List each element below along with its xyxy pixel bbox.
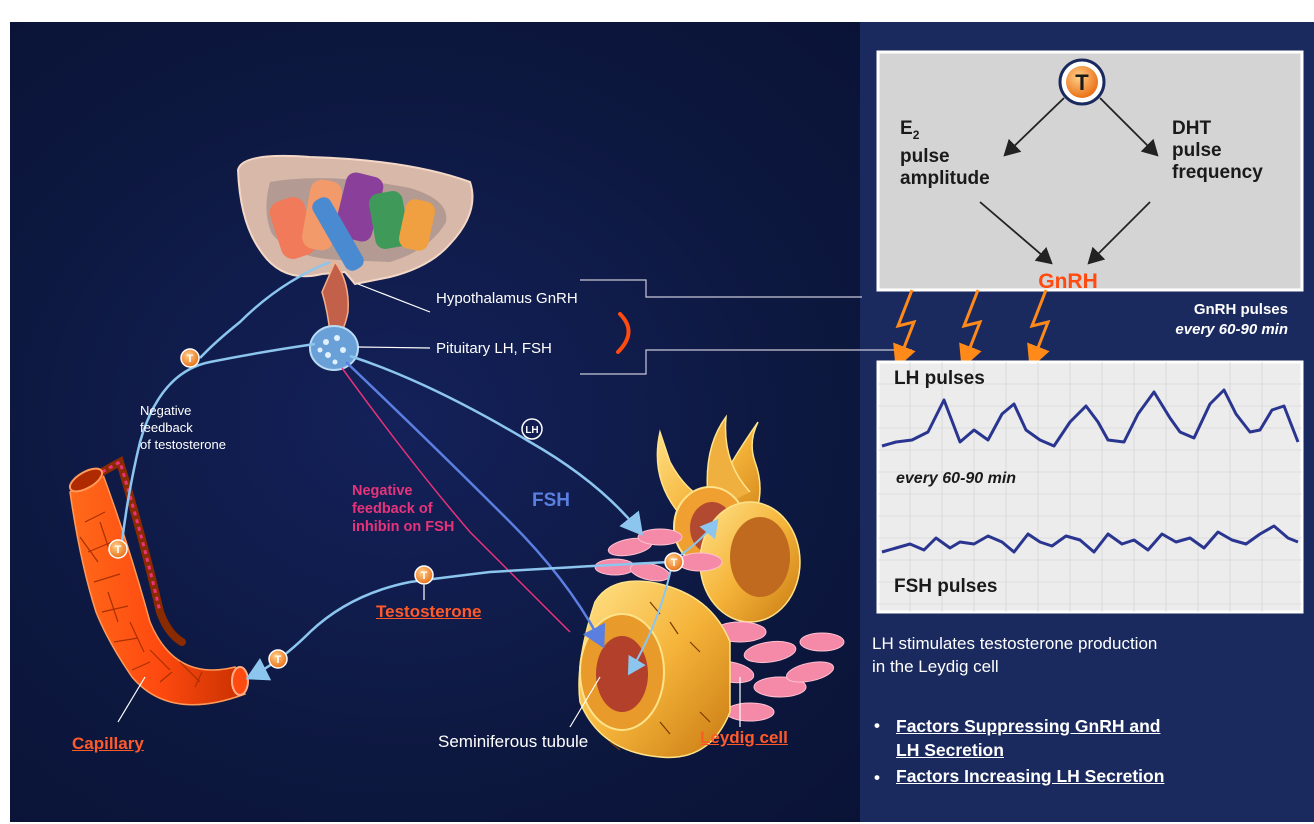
factors-suppressing-line1[interactable]: Factors Suppressing GnRH and bbox=[896, 714, 1160, 738]
pituitary-leader-line bbox=[358, 347, 430, 348]
dht-line1: DHT bbox=[1172, 118, 1263, 140]
hypothalamus-label: Hypothalamus GnRH bbox=[436, 290, 578, 307]
negative-feedback-testosterone-label: Negative feedback of testosterone bbox=[140, 402, 226, 453]
bullet-icon: • bbox=[874, 768, 880, 788]
negative-feedback-inhibin-label: Negative feedback of inhibin on FSH bbox=[352, 482, 454, 536]
leydig-description: LH stimulates testosterone production in… bbox=[872, 632, 1157, 678]
e2-line3: amplitude bbox=[900, 168, 990, 190]
capillary-link[interactable]: Capillary bbox=[72, 734, 144, 754]
nf-t-line1: Negative bbox=[140, 402, 226, 419]
gnrh-pulses-title: GnRH pulses bbox=[1175, 300, 1288, 320]
lh-marker-text: LH bbox=[525, 425, 538, 436]
gnrh-pulses-label: GnRH pulses every 60-90 min bbox=[1175, 300, 1288, 340]
fsh-label: FSH bbox=[532, 490, 570, 512]
capillary-leader-line bbox=[118, 677, 145, 722]
bullet-icon: • bbox=[874, 716, 880, 736]
lh-fsh-connector bbox=[580, 350, 912, 374]
fsh-pulses-title: FSH pulses bbox=[894, 576, 997, 598]
feedback-bracket bbox=[618, 314, 629, 352]
nf-i-line1: Negative bbox=[352, 482, 454, 500]
factors-suppressing-line2[interactable]: LH Secretion bbox=[896, 738, 1160, 762]
leydig-cell-link[interactable]: Leydig cell bbox=[700, 728, 788, 748]
testosterone-link[interactable]: Testosterone bbox=[376, 602, 482, 622]
gnrh-connector bbox=[580, 280, 862, 297]
t-symbol-text: T bbox=[1075, 70, 1089, 95]
nf-t-line2: feedback bbox=[140, 419, 226, 436]
t-letter: T bbox=[421, 570, 428, 582]
t-letter: T bbox=[187, 353, 194, 365]
lh-pulses-title: LH pulses bbox=[894, 368, 985, 390]
factors-increasing-link[interactable]: Factors Increasing LH Secretion bbox=[896, 766, 1164, 787]
e2-line2: pulse bbox=[900, 146, 990, 168]
hypothalamus-leader-line bbox=[358, 284, 430, 312]
e2-line1: E2 bbox=[900, 118, 990, 146]
e2-label: E2 pulse amplitude bbox=[900, 118, 990, 190]
hypothalamus-illustration bbox=[238, 156, 473, 370]
gnrh-pulses-interval: every 60-90 min bbox=[1175, 320, 1288, 340]
dht-line3: frequency bbox=[1172, 162, 1263, 184]
factors-suppressing-link[interactable]: Factors Suppressing GnRH and LH Secretio… bbox=[896, 714, 1160, 762]
description-line2: in the Leydig cell bbox=[872, 655, 1157, 678]
nf-i-line3: inhibin on FSH bbox=[352, 518, 454, 536]
diagram-stage: T T T T T LH T GnRH bbox=[10, 22, 1314, 822]
gnrh-label: GnRH bbox=[1038, 270, 1098, 293]
e2-subscript: 2 bbox=[913, 128, 920, 142]
capillary-illustration bbox=[66, 462, 248, 705]
dht-line2: pulse bbox=[1172, 140, 1263, 162]
seminiferous-tubule-label: Seminiferous tubule bbox=[438, 732, 588, 752]
pituitary-label: Pituitary LH, FSH bbox=[436, 340, 552, 357]
seminiferous-tubule-illustration bbox=[579, 417, 844, 757]
t-letter: T bbox=[671, 557, 678, 569]
lightning-bolt-icon bbox=[898, 290, 1048, 358]
description-line1: LH stimulates testosterone production bbox=[872, 632, 1157, 655]
t-letter: T bbox=[275, 654, 282, 666]
lh-pulses-interval: every 60-90 min bbox=[896, 470, 1016, 488]
nf-t-line3: of testosterone bbox=[140, 436, 226, 453]
e2-symbol: E bbox=[900, 118, 913, 139]
t-letter: T bbox=[115, 544, 122, 556]
nf-i-line2: feedback of bbox=[352, 500, 454, 518]
dht-label: DHT pulse frequency bbox=[1172, 118, 1263, 184]
